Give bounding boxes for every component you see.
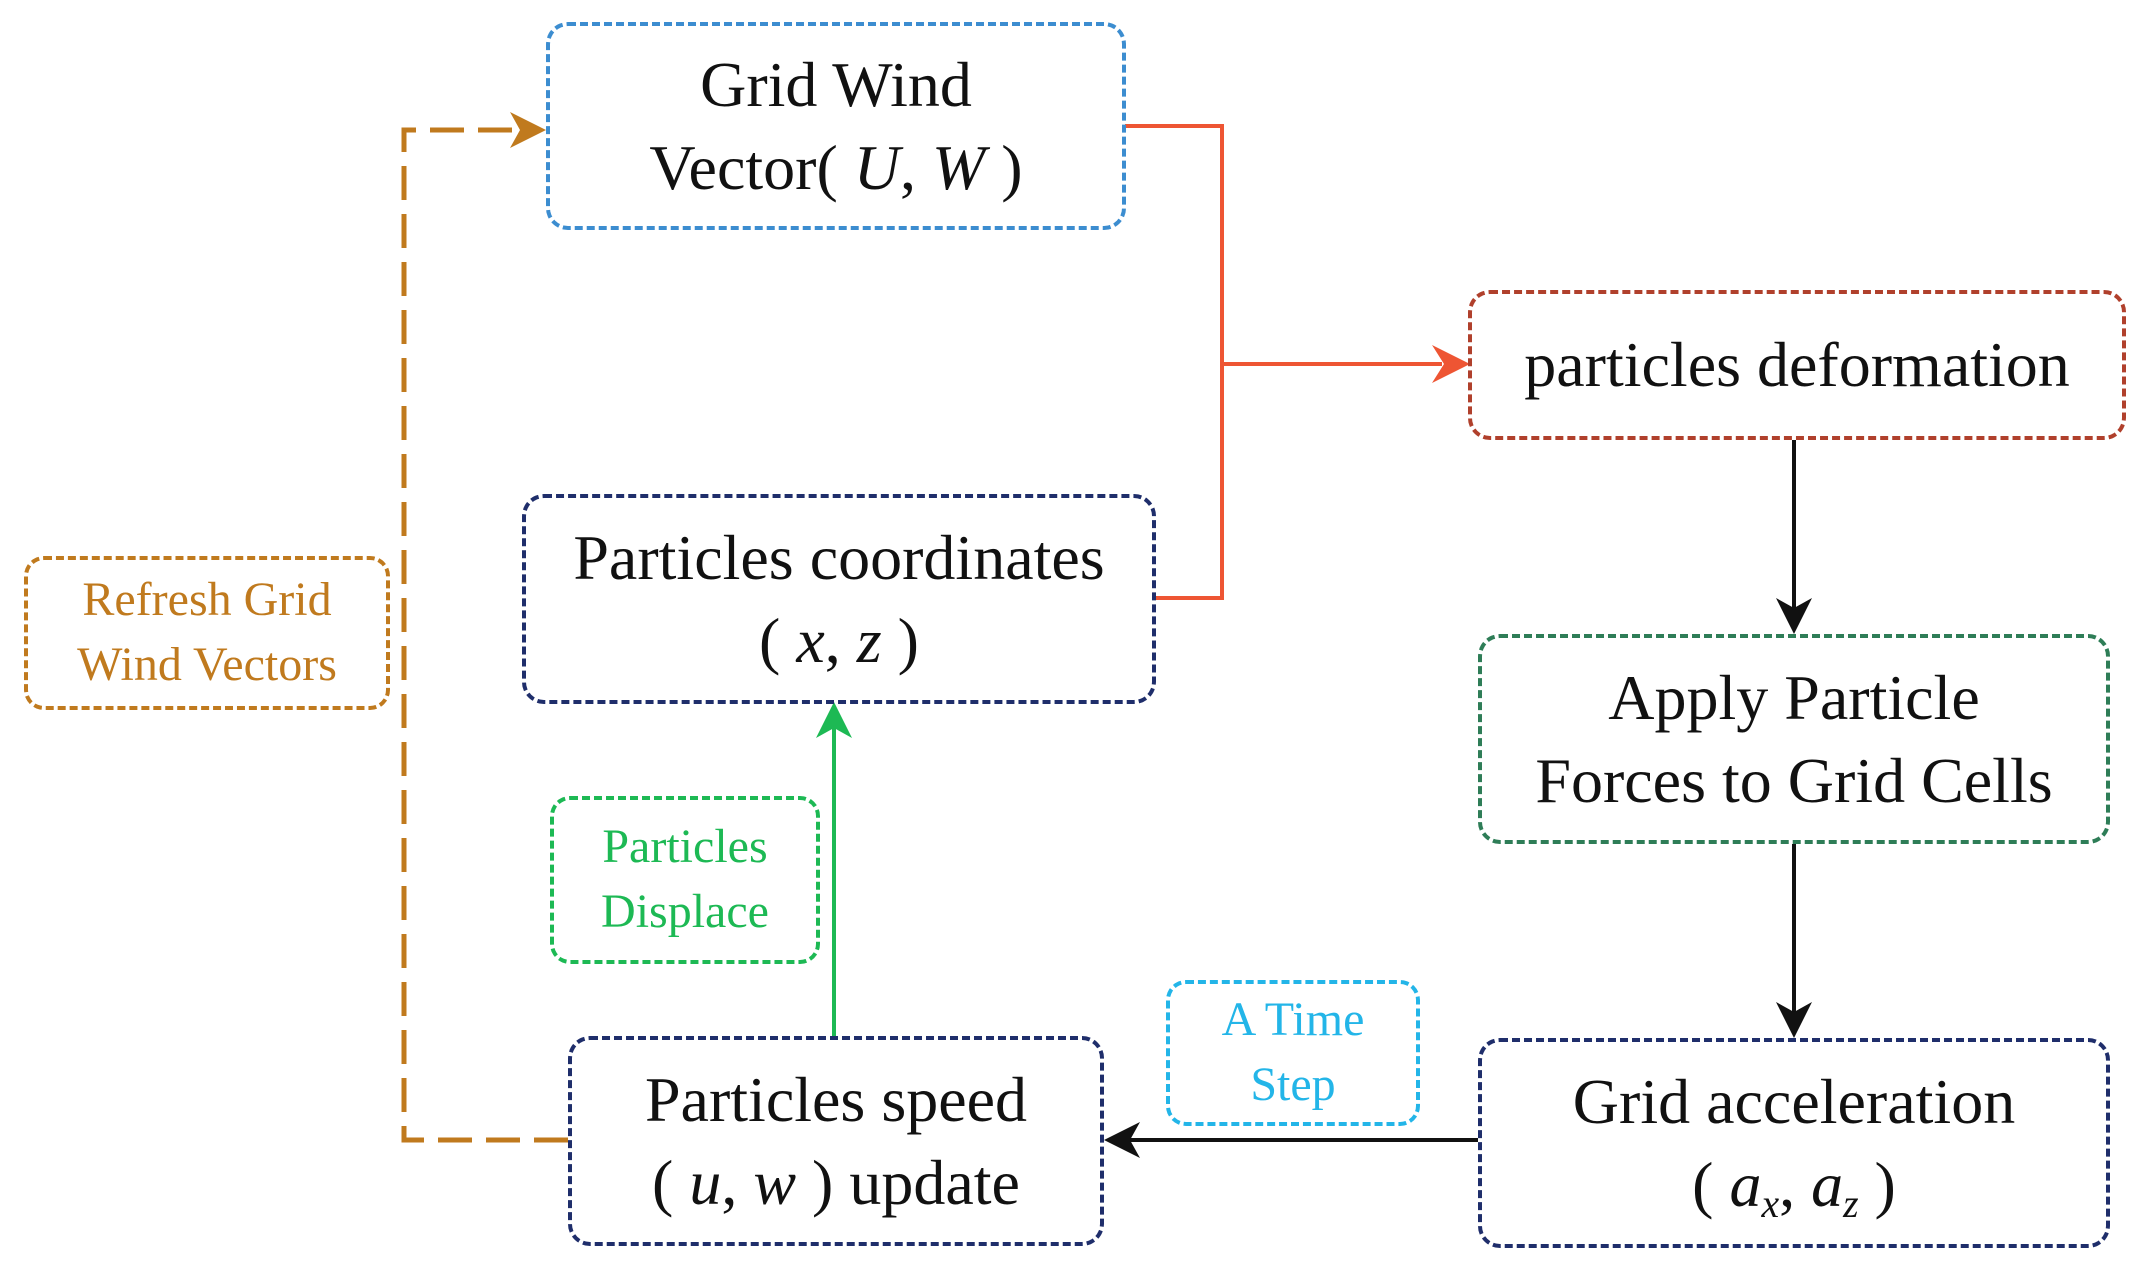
grid-wind-line2: Vector( U, W ) [649,132,1023,203]
particles-displace-label-box: Particles Displace [550,796,820,964]
particles-coordinates-box: Particles coordinates ( x, z ) [522,494,1156,704]
grid-acceleration-box: Grid acceleration ( ax, az ) [1478,1038,2110,1248]
time-step-line1: A Time [1221,993,1365,1047]
arrowhead-up-green [816,702,852,738]
grid-acceleration-line2: ( ax, az ) [1692,1149,1896,1227]
arrowhead-left [1104,1122,1140,1158]
arrowhead-down-2 [1776,1002,1812,1038]
grid-wind-line1: Grid Wind [700,48,972,120]
particles-deformation-box: particles deformation [1468,290,2126,440]
refresh-line1: Refresh Grid [82,573,332,627]
particles-coordinates-line2: ( x, z ) [759,605,919,676]
arrowhead-red [1432,345,1470,383]
apply-forces-line2: Forces to Grid Cells [1535,745,2053,816]
particles-speed-line2: ( u, w ) update [652,1147,1020,1218]
grid-acceleration-line1: Grid acceleration [1572,1065,2016,1137]
refresh-line2: Wind Vectors [77,638,337,691]
apply-forces-box: Apply Particle Forces to Grid Cells [1478,634,2110,844]
refresh-loop-connector [401,127,568,1143]
particles-deformation-text: particles deformation [1524,329,2070,401]
particles-speed-box: Particles speed ( u, w ) update [568,1036,1104,1246]
arrowhead-brown [510,112,546,148]
time-step-label-box: A Time Step [1166,980,1420,1126]
displace-line2: Displace [601,885,769,938]
particles-coordinates-line1: Particles coordinates [573,521,1105,593]
apply-forces-line1: Apply Particle [1608,661,1980,733]
arrowhead-down-1 [1776,598,1812,634]
particles-speed-line1: Particles speed [644,1063,1028,1135]
time-step-line2: Step [1250,1058,1336,1111]
displace-line1: Particles [602,820,768,874]
refresh-grid-label-box: Refresh Grid Wind Vectors [24,556,390,710]
grid-wind-vector-box: Grid Wind Vector( U, W ) [546,22,1126,230]
